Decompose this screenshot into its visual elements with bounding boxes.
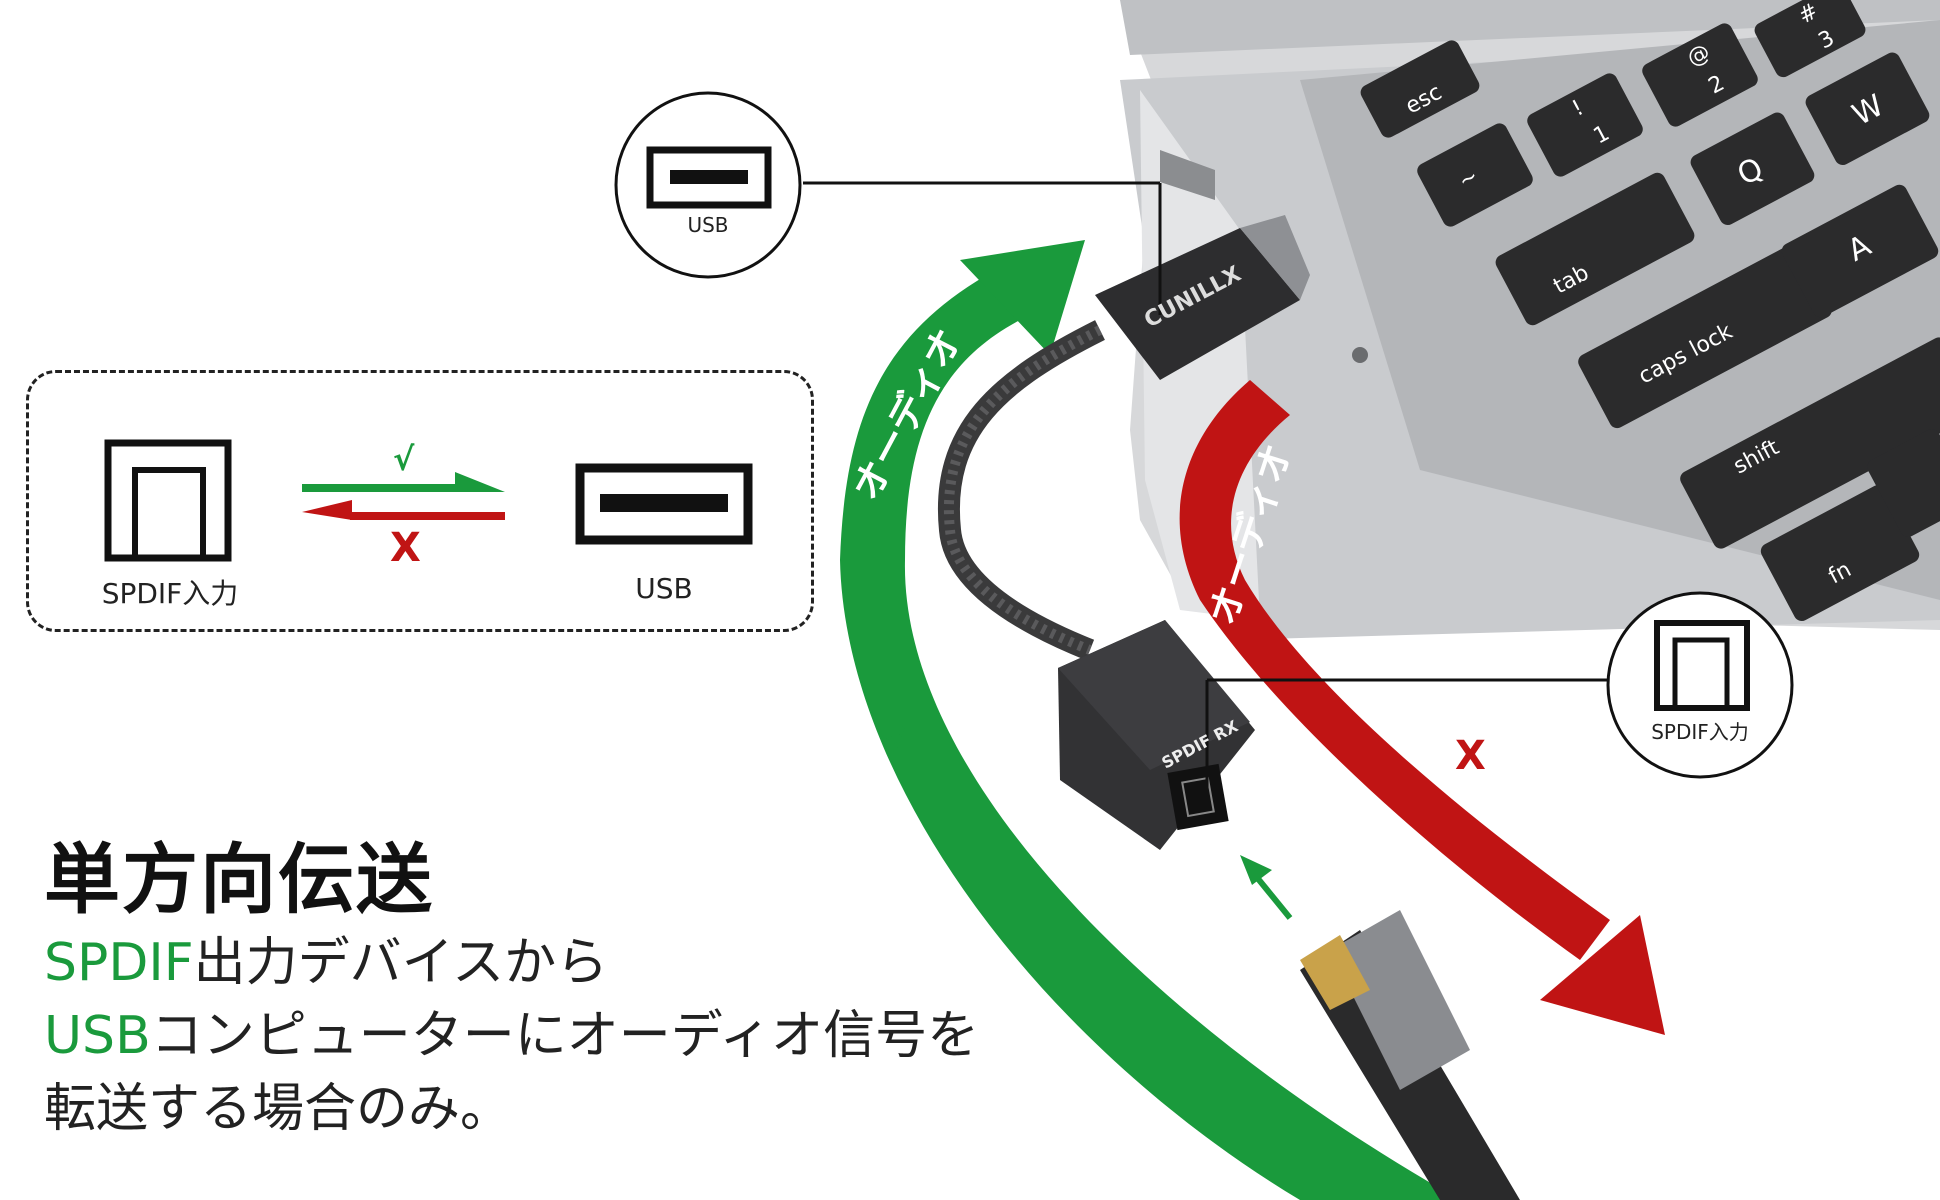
description-line-2: USBコンピューターにオーディオ信号を [44, 993, 979, 1068]
key-a [1781, 184, 1939, 318]
red-x-mark: X [1455, 733, 1486, 779]
description-line-3: 転送する場合のみ。 [44, 1079, 513, 1139]
highlight-usb: USB [44, 1006, 151, 1066]
legend-check-mark: √ [393, 440, 415, 478]
usb-plug [1095, 228, 1300, 380]
usb-callout [614, 91, 1162, 315]
key-shift [1680, 337, 1940, 549]
legend-spdif-icon [104, 439, 232, 562]
highlight-spdif: SPDIF [44, 933, 194, 993]
usb-callout-label: USB [687, 213, 729, 237]
key-q [1690, 112, 1815, 226]
usb-icon [646, 146, 772, 209]
legend-usb-icon [575, 463, 753, 545]
spdif-callout-label: SPDIF入力 [1651, 720, 1749, 744]
usb-cable [937, 215, 1310, 661]
key-1 [1527, 73, 1643, 177]
red-audio-arrow [1179, 380, 1665, 1035]
transfer-legend [26, 370, 814, 632]
green-check-mark: √ [885, 722, 907, 760]
description-text: コンピューターにオーディオ信号を [150, 1006, 980, 1066]
legend-usb-label: USB [635, 572, 693, 605]
spdif-adapter [1058, 620, 1255, 850]
key-3 [1754, 0, 1866, 78]
key-w [1805, 52, 1930, 166]
key-tab [1495, 172, 1695, 326]
key-caps-lock [1578, 243, 1832, 429]
legend-arrows [302, 472, 505, 520]
key-2 [1642, 23, 1758, 127]
page-title: 単方向伝送 [44, 835, 434, 924]
green-audio-arrow [840, 240, 1460, 1200]
key-fn [1760, 484, 1920, 622]
legend-x-mark: X [390, 525, 421, 571]
description-line-1: SPDIF出力デバイスから [44, 920, 608, 995]
legend-spdif-label: SPDIF入力 [101, 577, 239, 610]
key-esc [1360, 40, 1480, 138]
keyboard [1360, 0, 1940, 622]
key-tilde [1417, 123, 1533, 227]
spdif-callout [1205, 591, 1794, 790]
small-green-arrow [1240, 855, 1293, 920]
description-text: 出力デバイスから [193, 933, 609, 993]
optical-connector [1300, 910, 1520, 1200]
